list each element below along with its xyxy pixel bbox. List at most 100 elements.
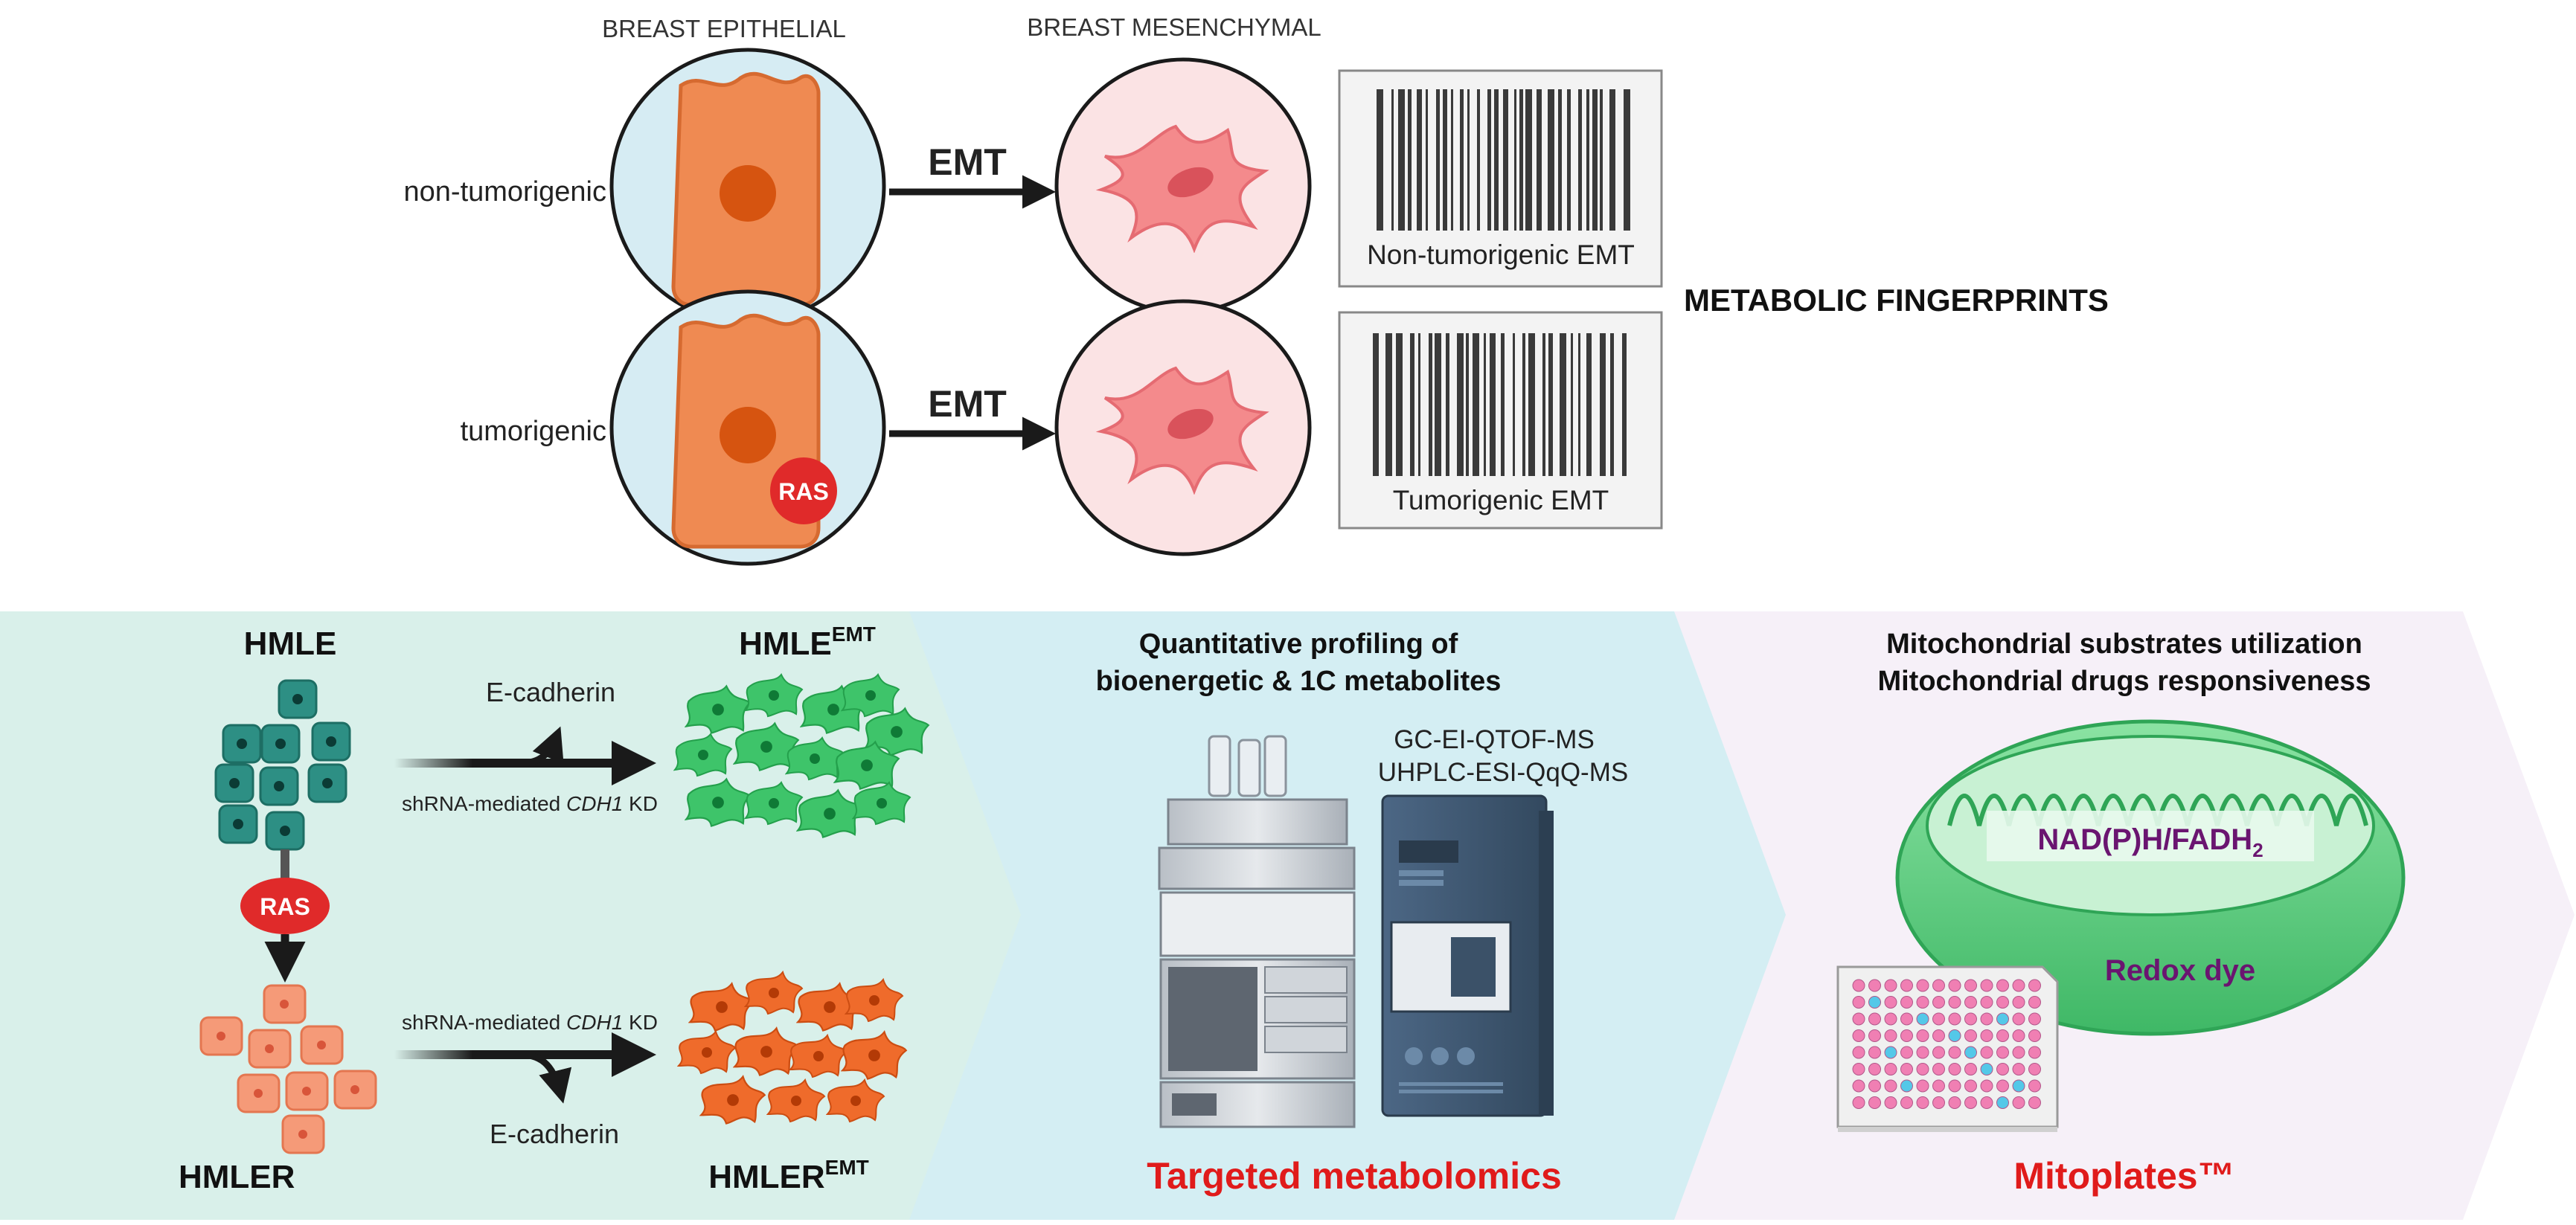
microplate-well <box>1932 1096 1945 1109</box>
microplate-well <box>1996 1079 2009 1093</box>
microplate-well <box>1948 1012 1961 1026</box>
microplate-well <box>1900 1046 1913 1059</box>
microplate-well <box>1964 1012 1977 1026</box>
microplate-well <box>1884 1029 1897 1042</box>
barcode-bar <box>1460 89 1464 231</box>
microplate-well <box>1868 1012 1881 1026</box>
barcode-bar <box>1600 333 1606 476</box>
microplate-well <box>1884 979 1897 992</box>
barcode-bar <box>1513 333 1515 476</box>
method-uhplc-ms: UHPLC-ESI-QqQ-MS <box>1378 758 1628 787</box>
barcode-bar <box>1610 333 1614 476</box>
barcode-bar <box>1436 89 1440 231</box>
microplate-well <box>2028 1063 2041 1076</box>
microplate-well <box>1964 1096 1977 1109</box>
microplate-well <box>2012 1096 2025 1109</box>
barcode-bar <box>1548 89 1554 231</box>
microplate-well <box>1996 996 2009 1009</box>
microplate-well <box>1932 1079 1945 1093</box>
barcode-bar <box>1592 89 1598 231</box>
barcode-bar <box>1467 89 1470 231</box>
row-label-non-tumorigenic: non-tumorigenic <box>404 176 606 208</box>
barcode-bar <box>1622 333 1627 476</box>
barcode-bar <box>1385 333 1392 476</box>
microplate-well <box>2012 1012 2025 1026</box>
microplate-well <box>1996 1029 2009 1042</box>
microplate-well <box>2012 1029 2025 1042</box>
barcode-bar <box>1373 333 1379 476</box>
barcode-bar <box>1548 333 1553 476</box>
mesenchymal-cell-tumorigenic <box>1054 299 1312 556</box>
barcode-bar <box>1624 89 1630 231</box>
barcode-bar <box>1519 89 1523 231</box>
microplate-well <box>1964 996 1977 1009</box>
kd-arrow-bottom <box>394 1032 656 1104</box>
mitoplates-header-line1: Mitochondrial substrates utilization <box>1886 628 2362 660</box>
microplate-well <box>1884 1096 1897 1109</box>
microplate-well <box>2028 1046 2041 1059</box>
microplate-well <box>1948 1096 1961 1109</box>
barcode-bar <box>1525 89 1532 231</box>
barcode-bar <box>1391 89 1394 231</box>
hmler-label: HMLER <box>179 1159 295 1195</box>
microplate-well <box>1916 1012 1929 1026</box>
barcode-bar <box>1396 333 1403 476</box>
ras-badge-top-label: RAS <box>778 478 829 505</box>
barcode-bar <box>1435 333 1441 476</box>
microplate-well <box>2028 979 2041 992</box>
emt-label-bottom: EMT <box>928 383 1007 425</box>
barcode-bar <box>1451 89 1453 231</box>
barcode-bar <box>1377 89 1383 231</box>
microplate-well <box>1916 996 1929 1009</box>
barcode-tumorigenic-caption: Tumorigenic EMT <box>1393 485 1609 515</box>
microplate-well <box>1964 1079 1977 1093</box>
kd-arrow-top <box>394 726 656 785</box>
barcode-bar <box>1578 333 1580 476</box>
metabolomics-header-line1: Quantitative profiling of <box>1139 628 1458 660</box>
microplate-well <box>1996 1046 2009 1059</box>
microplate-well <box>1900 1063 1913 1076</box>
microplate-well <box>1980 1012 1993 1026</box>
microplate-well <box>1852 1029 1865 1042</box>
microplate-well <box>1948 1079 1961 1093</box>
barcode-bar <box>1522 333 1525 476</box>
hmler-emt-cells <box>678 971 907 1125</box>
microplate-well <box>1980 979 1993 992</box>
ras-badge-bottom <box>240 878 330 934</box>
barcode-bar <box>1426 89 1428 231</box>
emt-label-top: EMT <box>928 141 1007 183</box>
microplate-well <box>1996 1096 2009 1109</box>
microplate-well <box>1996 979 2009 992</box>
barcode-bar <box>1487 89 1491 231</box>
mesenchymal-cell-non-tumorigenic <box>1054 57 1312 315</box>
microplate-well <box>1916 979 1929 992</box>
microplate-well <box>1852 1046 1865 1059</box>
microplate-well <box>1868 1096 1881 1109</box>
microplate-well <box>1900 1012 1913 1026</box>
barcode-bar <box>1503 89 1508 231</box>
microplate-well <box>1932 1029 1945 1042</box>
epithelial-header: BREAST EPITHELIAL <box>602 15 846 42</box>
barcode-bar <box>1560 333 1566 476</box>
microplate-well <box>1948 1029 1961 1042</box>
microplate-well <box>2012 979 2025 992</box>
microplate-well <box>1868 1063 1881 1076</box>
barcode-bar <box>1429 333 1432 476</box>
microplate-well <box>1948 979 1961 992</box>
microplate-well <box>1852 979 1865 992</box>
barcode-bar <box>1537 89 1542 231</box>
microplate-well <box>1852 1096 1865 1109</box>
microplate-well <box>1852 1063 1865 1076</box>
microplate-well <box>2012 1046 2025 1059</box>
barcode-bar <box>1398 89 1405 231</box>
barcode-bar <box>1484 333 1486 476</box>
barcode-bar <box>1446 333 1449 476</box>
barcode-bar <box>1466 333 1469 476</box>
microplate-well <box>1964 1029 1977 1042</box>
barcode-bar <box>1600 89 1603 231</box>
barcode-bar <box>1578 89 1582 231</box>
microplate-well <box>1932 1046 1945 1059</box>
barcode-bar <box>1410 333 1414 476</box>
row-label-tumorigenic: tumorigenic <box>461 416 606 447</box>
microplate-well <box>1964 979 1977 992</box>
